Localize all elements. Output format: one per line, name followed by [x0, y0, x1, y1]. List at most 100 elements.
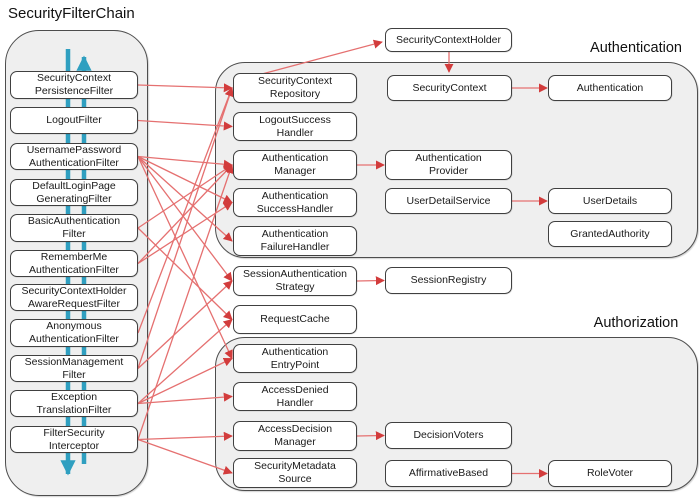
node-label-line: AuthenticationFilter	[29, 263, 119, 276]
node-label-line: Filter	[62, 368, 86, 381]
edge-smf-sas	[137, 280, 233, 369]
node-label-line: Source	[278, 473, 312, 485]
node-label-line: GrantedAuthority	[570, 227, 650, 240]
node-label-line: RememberMe	[40, 250, 108, 263]
edge-upaf-am	[137, 155, 233, 169]
node-label-line: Authentication	[261, 345, 329, 358]
edge-anon-scr	[137, 87, 234, 334]
node-label-line: SecurityContext	[36, 72, 112, 85]
node-label-line: TranslationFilter	[36, 403, 112, 416]
node-label-line: Handler	[276, 396, 314, 409]
node-label-line: BasicAuthentication	[27, 215, 121, 228]
node-DecisionVoters: DecisionVoters	[385, 422, 512, 449]
node-label-line: SessionRegistry	[410, 274, 487, 287]
node-label-line: SuccessHandler	[256, 202, 334, 215]
edge-fsi-am	[137, 164, 234, 440]
node-label-line: AuthenticationFilter	[29, 333, 119, 345]
node-label-line: Strategy	[275, 281, 315, 293]
node-label-line: SecurityContext	[257, 75, 333, 88]
node-label-line: Exception	[50, 390, 98, 403]
node-label-line: LogoutFilter	[46, 114, 102, 127]
node-label-line: UserDetails	[582, 194, 638, 207]
node-SecurityContextHolder: SecurityContextHolder	[385, 28, 512, 52]
node-label-line: AuthenticationFilter	[29, 156, 119, 169]
edge-fsi-adm	[137, 431, 233, 441]
node-label-line: PersistenceFilter	[34, 85, 114, 97]
edge-fsi-sms	[137, 438, 233, 475]
authentication-group-label: Authentication	[590, 40, 682, 56]
node-label-line: UserDetailService	[406, 194, 491, 207]
diagram-title: SecurityFilterChain	[8, 5, 135, 22]
node-label-line: Authentication	[261, 189, 329, 202]
node-UserDetails: UserDetails	[548, 188, 672, 214]
edge-baf-am	[137, 164, 233, 229]
edge-upaf-aep	[137, 156, 233, 360]
node-label-line: EntryPoint	[270, 358, 320, 371]
node-label-line: SecurityContext	[412, 81, 487, 94]
node-label-line: DecisionVoters	[413, 429, 484, 442]
node-SessionRegistry: SessionRegistry	[385, 267, 512, 294]
node-label-line: Handler	[276, 126, 314, 139]
node-label-line: Authentication	[415, 152, 482, 165]
node-label-line: AccessDecision	[257, 423, 333, 436]
node-label-line: RequestCache	[260, 313, 330, 326]
node-label-line: UsernamePassword	[26, 143, 122, 156]
node-SecurityContext: SecurityContext	[387, 75, 512, 101]
node-RequestCache: RequestCache	[233, 305, 357, 334]
node-label-line: Manager	[274, 436, 316, 448]
node-label-line: LogoutSuccess	[259, 113, 331, 126]
node-label-line: AffirmativeBased	[408, 467, 489, 480]
node-label-line: Interceptor	[48, 439, 100, 452]
edge-adm-dv	[356, 431, 385, 441]
node-label-line: Provider	[428, 165, 469, 177]
node-label-line: AwareRequestFilter	[27, 297, 120, 310]
node-label-line: Filter	[62, 228, 86, 240]
node-label-line: SecurityContextHolder	[21, 284, 127, 297]
node-label-line: SessionManagement	[24, 355, 124, 368]
node-RoleVoter: RoleVoter	[548, 460, 672, 487]
node-LogoutFilter: LogoutFilter	[10, 107, 138, 134]
authorization-group-label: Authorization	[593, 315, 679, 331]
edge-logout-lsh	[137, 119, 233, 131]
node-label-line: SessionAuthentication	[243, 268, 347, 281]
node-label-line: FilterSecurity	[43, 426, 105, 439]
node-label-line: Authentication	[261, 228, 329, 241]
edge-scr-sch	[261, 39, 383, 75]
node-label-line: Manager	[274, 165, 316, 177]
node-label-line: AccessDenied	[261, 383, 329, 396]
node-label-line: Repository	[269, 88, 321, 100]
edge-sas-sreg	[356, 276, 385, 286]
node-UserDetailService: UserDetailService	[385, 188, 512, 214]
node-Authentication: Authentication	[548, 75, 672, 101]
edge-upaf-afh	[137, 156, 233, 242]
edge-upaf-sas	[137, 156, 233, 282]
node-label-line: FailureHandler	[260, 241, 330, 253]
edge-etf-rc	[137, 318, 233, 404]
node-label-line: Authentication	[261, 152, 329, 165]
edge-upaf-ash	[137, 155, 233, 204]
node-label-line: SecurityMetadata	[254, 460, 336, 473]
node-label-line: GeneratingFilter	[36, 192, 112, 205]
node-label-line: RoleVoter	[586, 467, 634, 480]
node-AffirmativeBased: AffirmativeBased	[385, 460, 512, 487]
